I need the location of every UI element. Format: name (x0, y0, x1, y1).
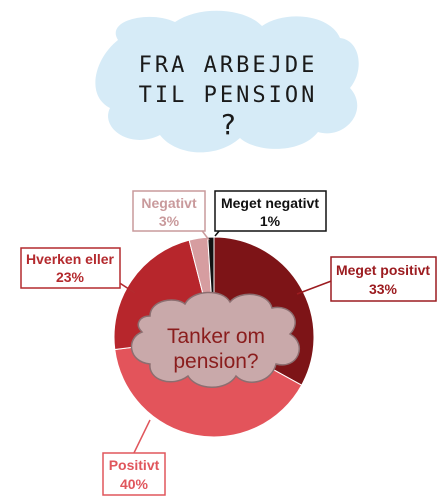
callout-value-meget-negativt: 1% (260, 213, 281, 229)
center-cloud-line-2: pension? (173, 350, 258, 373)
callout-value-hverken-eller: 23% (56, 269, 85, 285)
title-line-2: TIL PENSION (139, 83, 318, 108)
callout-category-negativt: Negativt (141, 195, 197, 211)
callout-value-negativt: 3% (159, 213, 180, 229)
center-cloud: Tanker om pension? (130, 291, 301, 388)
callout-box-meget-positivt (330, 256, 437, 302)
callout-category-meget-positivt: Meget positivt (336, 262, 430, 278)
callout-value-positivt: 40% (120, 476, 149, 492)
center-cloud-shape (130, 291, 301, 388)
leader-line-positivt (131, 419, 151, 458)
callout-box-hverken-eller (20, 247, 121, 289)
callout-category-positivt: Positivt (109, 457, 160, 473)
callout-category-hverken-eller: Hverken eller (26, 251, 114, 267)
title-line-1: FRA ARBEJDE (139, 53, 318, 78)
callout-category-meget-negativt: Meget negativt (221, 195, 319, 211)
callout-box-meget-negativt (214, 190, 327, 232)
callout-box-negativt (132, 190, 206, 232)
title-cloud-shape (95, 10, 359, 153)
title-line-3: ? (220, 108, 237, 141)
leader-line-meget-positivt (296, 279, 335, 295)
center-cloud-line-1: Tanker om (167, 325, 265, 348)
callout-value-meget-positivt: 33% (369, 281, 398, 297)
callout-box-positivt (102, 452, 166, 496)
title-banner: FRA ARBEJDE TIL PENSION ? (95, 10, 359, 153)
callouts: Meget positivt 33% Positivt 40% Hverken … (20, 190, 437, 496)
